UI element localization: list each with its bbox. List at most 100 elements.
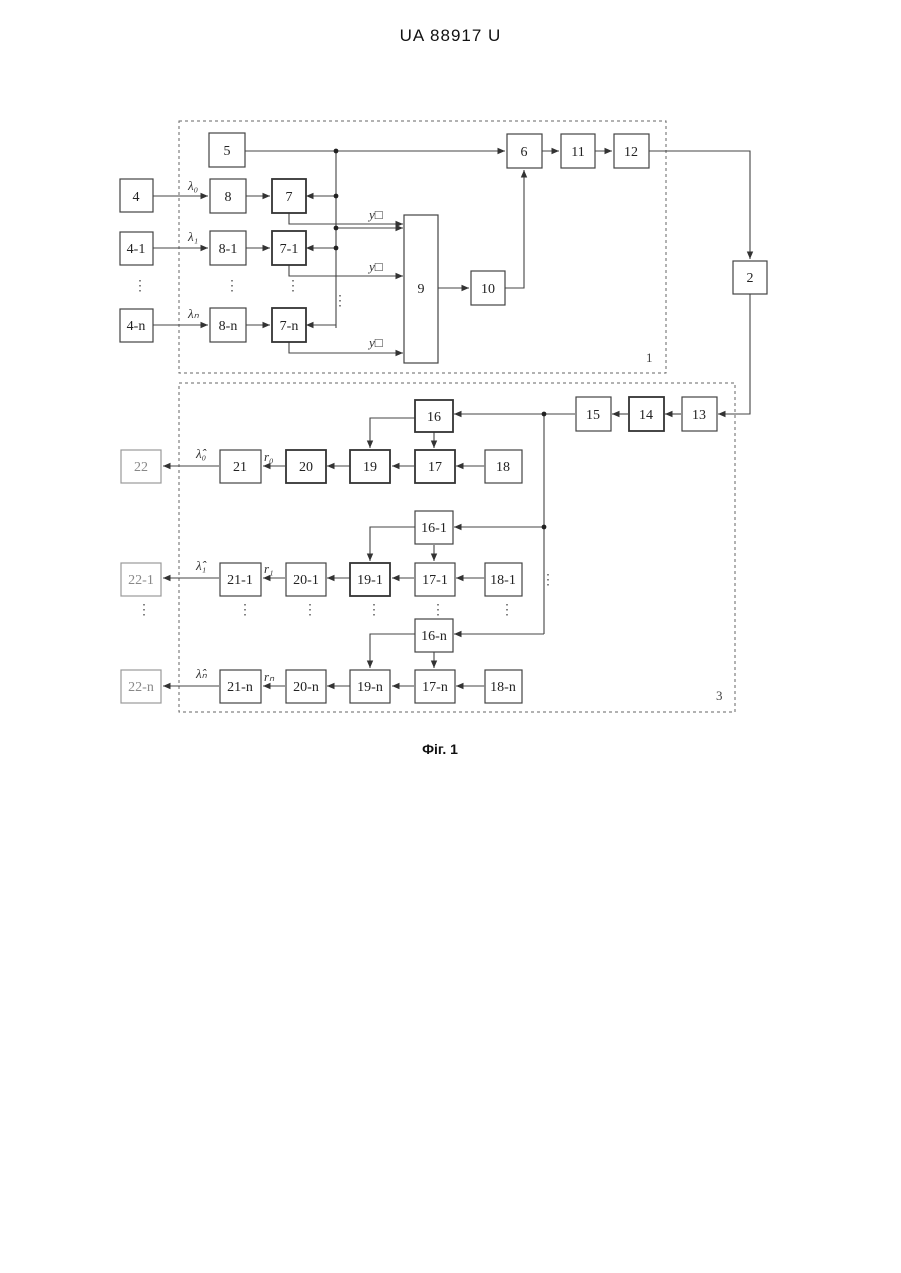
block-20-1: 20-1 — [286, 563, 326, 596]
svg-text:22: 22 — [134, 460, 148, 475]
svg-text:14: 14 — [639, 408, 653, 423]
svg-text:⋮: ⋮ — [431, 603, 445, 618]
svg-text:16-1: 16-1 — [421, 521, 447, 536]
block-9: 9 — [404, 215, 438, 363]
block-16-1: 16-1 — [415, 511, 453, 544]
svg-text:⋮: ⋮ — [541, 573, 555, 588]
block-21: 21 — [220, 450, 261, 483]
svg-text:4-1: 4-1 — [127, 242, 146, 257]
svg-text:4-n: 4-n — [127, 319, 146, 334]
block-17-n: 17-n — [415, 670, 455, 703]
label-y-1: y□ — [367, 259, 383, 274]
block-22-n: 22-n — [121, 670, 161, 703]
svg-text:7-1: 7-1 — [280, 242, 299, 257]
block-10: 10 — [471, 271, 505, 305]
label-lambda-hat-1: λ̂₁ — [195, 558, 207, 573]
svg-text:18: 18 — [496, 460, 510, 475]
block-8: 8 — [210, 179, 246, 213]
label-lambda-hat-n: λ̂ₙ — [195, 666, 208, 681]
group-3-border — [179, 383, 735, 712]
block-12: 12 — [614, 134, 649, 168]
svg-text:18-1: 18-1 — [490, 573, 516, 588]
block-7: 7 — [272, 179, 306, 213]
svg-text:⋮: ⋮ — [500, 603, 514, 618]
block-22-1: 22-1 — [121, 563, 161, 596]
block-17-1: 17-1 — [415, 563, 455, 596]
block-diagram: 1 3 — [0, 0, 901, 740]
block-7-1: 7-1 — [272, 231, 306, 265]
block-19: 19 — [350, 450, 390, 483]
block-20-n: 20-n — [286, 670, 326, 703]
block-8-n: 8-n — [210, 308, 246, 342]
svg-text:6: 6 — [521, 145, 528, 160]
svg-text:19-1: 19-1 — [357, 573, 383, 588]
svg-text:19: 19 — [363, 460, 377, 475]
svg-text:⋮: ⋮ — [238, 603, 252, 618]
block-22: 22 — [121, 450, 161, 483]
label-lambda-n: λₙ — [187, 306, 200, 321]
block-21-1: 21-1 — [220, 563, 261, 596]
svg-text:11: 11 — [571, 145, 584, 160]
svg-text:8-n: 8-n — [219, 319, 238, 334]
svg-text:20-n: 20-n — [293, 680, 319, 695]
label-lambda-1: λ₁ — [187, 229, 198, 244]
svg-text:⋮: ⋮ — [137, 603, 151, 618]
svg-text:2: 2 — [747, 271, 754, 286]
block-4-n: 4-n — [120, 309, 153, 342]
svg-text:20: 20 — [299, 460, 313, 475]
block-19-n: 19-n — [350, 670, 390, 703]
block-17: 17 — [415, 450, 455, 483]
svg-text:⋮: ⋮ — [286, 279, 300, 294]
svg-text:19-n: 19-n — [357, 680, 383, 695]
label-r-0: r₀ — [264, 449, 274, 464]
block-18-1: 18-1 — [485, 563, 522, 596]
svg-text:21-n: 21-n — [227, 680, 253, 695]
svg-text:⋮: ⋮ — [367, 603, 381, 618]
block-21-n: 21-n — [220, 670, 261, 703]
block-16: 16 — [415, 400, 453, 432]
block-8-1: 8-1 — [210, 231, 246, 265]
svg-text:22-n: 22-n — [128, 680, 154, 695]
block-11: 11 — [561, 134, 595, 168]
svg-text:8: 8 — [225, 190, 232, 205]
svg-text:7: 7 — [286, 190, 293, 205]
svg-text:12: 12 — [624, 145, 638, 160]
block-15: 15 — [576, 397, 611, 431]
svg-text:9: 9 — [418, 282, 425, 297]
svg-text:17-1: 17-1 — [422, 573, 448, 588]
block-6: 6 — [507, 134, 542, 168]
block-13: 13 — [682, 397, 717, 431]
group-3-label: 3 — [716, 688, 723, 703]
figure-caption: Фіг. 1 — [0, 741, 880, 757]
svg-text:7-n: 7-n — [280, 319, 299, 334]
block-16-n: 16-n — [415, 619, 453, 652]
svg-text:⋮: ⋮ — [303, 603, 317, 618]
block-18-n: 18-n — [485, 670, 522, 703]
svg-text:4: 4 — [133, 190, 140, 205]
block-7-n: 7-n — [272, 308, 306, 342]
block-2: 2 — [733, 261, 767, 294]
svg-text:22-1: 22-1 — [128, 573, 154, 588]
svg-text:17-n: 17-n — [422, 680, 448, 695]
group-1-label: 1 — [646, 350, 653, 365]
svg-text:10: 10 — [481, 282, 495, 297]
label-lambda-hat-0: λ̂₀ — [195, 446, 207, 461]
svg-text:⋮: ⋮ — [333, 294, 347, 309]
label-y-n: y□ — [367, 335, 383, 350]
svg-text:15: 15 — [586, 408, 600, 423]
block-19-1: 19-1 — [350, 563, 390, 596]
svg-text:21: 21 — [233, 460, 247, 475]
svg-text:⋮: ⋮ — [225, 279, 239, 294]
svg-text:16: 16 — [427, 410, 441, 425]
label-lambda-0: λ₀ — [187, 178, 198, 193]
block-18: 18 — [485, 450, 522, 483]
svg-text:16-n: 16-n — [421, 629, 447, 644]
svg-text:17: 17 — [428, 460, 442, 475]
block-4: 4 — [120, 179, 153, 212]
label-r-n: rₙ — [264, 669, 275, 684]
label-y-0: y□ — [367, 207, 383, 222]
block-4-1: 4-1 — [120, 232, 153, 265]
svg-text:20-1: 20-1 — [293, 573, 319, 588]
svg-text:⋮: ⋮ — [133, 279, 147, 294]
svg-text:5: 5 — [224, 144, 231, 159]
